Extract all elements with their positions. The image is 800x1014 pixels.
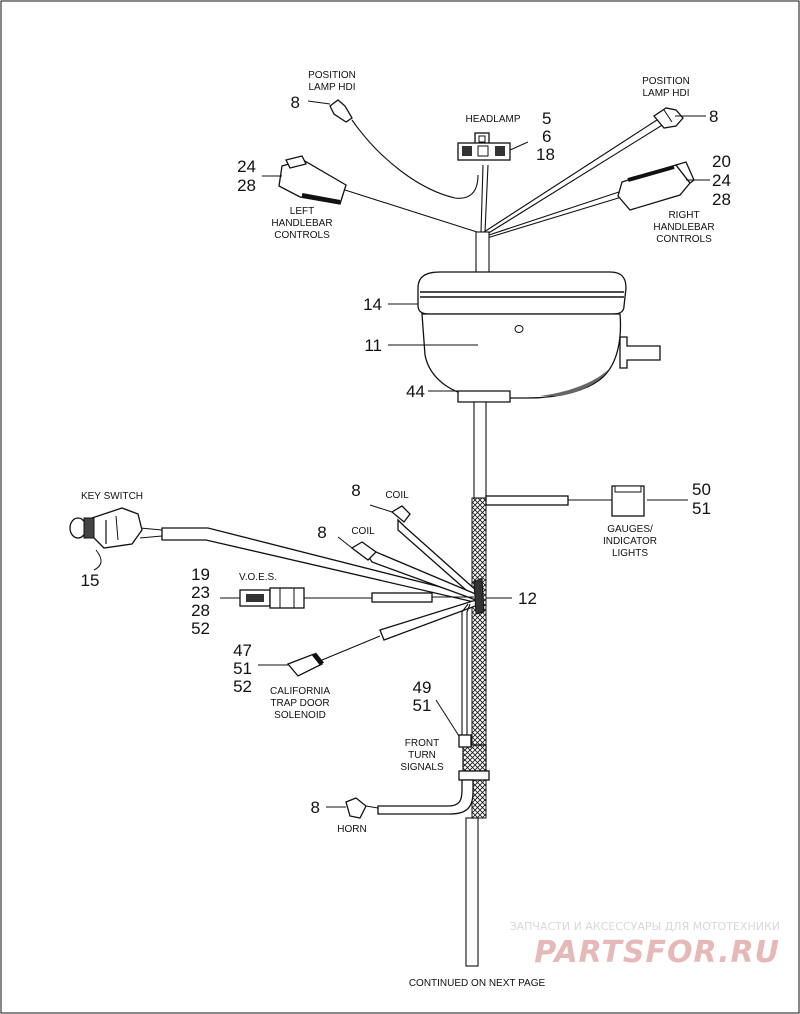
label-position-lamp-left-2: LAMP HDI xyxy=(308,82,355,93)
label-voes: V.O.E.S. xyxy=(239,572,277,583)
gauges-branch xyxy=(485,485,645,517)
callout-right-handlebar-3: 28 xyxy=(712,190,731,209)
label-california-2: TRAP DOOR xyxy=(270,698,329,709)
callout-front-turn-2: 51 xyxy=(413,696,432,715)
label-right-handlebar-3: CONTROLS xyxy=(656,234,712,245)
label-left-handlebar-3: CONTROLS xyxy=(274,230,330,241)
callout-right-handlebar-2: 24 xyxy=(712,171,731,190)
watermark: ЗАПЧАСТИ И АКСЕССУАРЫ ДЛЯ МОТОТЕХНИКИ PA… xyxy=(510,920,780,970)
callout-coil-upper: 8 xyxy=(351,481,360,500)
label-left-handlebar-1: LEFT xyxy=(290,206,314,217)
harness-clip xyxy=(473,577,485,615)
label-coil-lower: COIL xyxy=(351,526,375,537)
callout-voes-2: 23 xyxy=(191,583,210,602)
watermark-logo: PARTSFOR.RU xyxy=(534,935,780,970)
label-gauges-1: GAUGES/ xyxy=(607,524,653,535)
horn-branch xyxy=(345,779,474,819)
callout-california-1: 47 xyxy=(233,641,252,660)
callout-numbers: 8 5 6 18 8 24 28 20 24 28 14 11 44 8 8 5… xyxy=(81,93,731,817)
label-gauges-2: INDICATOR xyxy=(603,536,657,547)
callout-nacelle-bottom: 44 xyxy=(406,382,425,401)
turn-signal-branch xyxy=(458,603,472,748)
left-position-lamp-connector xyxy=(329,99,353,123)
callout-gauges-2: 51 xyxy=(692,499,711,518)
callout-california-3: 52 xyxy=(233,677,252,696)
voes-branch xyxy=(239,587,474,609)
left-handlebar-connector xyxy=(278,155,347,205)
label-position-lamp-left-1: POSITION xyxy=(308,70,356,81)
label-continued: CONTINUED ON NEXT PAGE xyxy=(409,978,546,989)
watermark-line-1: ЗАПЧАСТИ И АКСЕССУАРЫ ДЛЯ МОТОТЕХНИКИ xyxy=(510,920,780,933)
callout-coil-lower: 8 xyxy=(317,523,326,542)
upper-wires xyxy=(344,117,665,279)
label-right-handlebar-1: RIGHT xyxy=(668,210,699,221)
callout-voes-1: 19 xyxy=(191,565,210,584)
main-harness-trunk xyxy=(458,401,490,967)
callout-pos-right: 8 xyxy=(709,107,718,126)
headlamp-nacelle xyxy=(417,271,661,403)
label-position-lamp-right-2: LAMP HDI xyxy=(642,88,689,99)
label-key-switch: KEY SWITCH xyxy=(81,491,143,502)
leader-lines xyxy=(93,100,710,808)
callout-harness: 12 xyxy=(518,589,537,608)
callout-right-handlebar-1: 20 xyxy=(712,152,731,171)
callout-horn: 8 xyxy=(311,798,320,817)
right-position-lamp-connector xyxy=(653,107,684,129)
callout-voes-4: 52 xyxy=(191,619,210,638)
callout-key-switch: 15 xyxy=(81,571,100,590)
label-headlamp: HEADLAMP xyxy=(465,114,520,125)
label-california-1: CALIFORNIA xyxy=(270,686,330,697)
label-horn: HORN xyxy=(337,824,366,835)
label-gauges-3: LIGHTS xyxy=(612,548,648,559)
callout-front-turn-1: 49 xyxy=(413,678,432,697)
callout-california-2: 51 xyxy=(233,659,252,678)
key-switch-branch xyxy=(69,507,477,603)
label-front-turn-2: TURN xyxy=(408,750,436,761)
callout-left-handlebar-1: 24 xyxy=(237,157,256,176)
callout-headlamp-3: 18 xyxy=(536,145,555,164)
callout-gauges-1: 50 xyxy=(692,480,711,499)
callout-voes-3: 28 xyxy=(191,601,210,620)
label-front-turn-3: SIGNALS xyxy=(400,762,444,773)
label-position-lamp-right-1: POSITION xyxy=(642,76,690,87)
callout-nacelle-top: 14 xyxy=(363,295,382,314)
label-left-handlebar-2: HANDLEBAR xyxy=(271,218,332,229)
label-front-turn-1: FRONT xyxy=(405,738,439,749)
label-california-3: SOLENOID xyxy=(274,710,326,721)
callout-nacelle-body: 11 xyxy=(364,336,382,355)
callout-headlamp-1: 5 xyxy=(542,109,551,128)
callout-left-handlebar-2: 28 xyxy=(237,176,256,195)
california-branch xyxy=(286,599,479,677)
text-labels: POSITION LAMP HDI POSITION LAMP HDI HEAD… xyxy=(81,70,715,989)
label-right-handlebar-2: HANDLEBAR xyxy=(653,222,714,233)
callout-pos-left: 8 xyxy=(291,93,300,112)
callout-headlamp-2: 6 xyxy=(542,127,551,146)
right-handlebar-connector xyxy=(617,161,695,211)
label-coil-upper: COIL xyxy=(385,490,409,501)
headlamp-connector xyxy=(457,132,511,161)
